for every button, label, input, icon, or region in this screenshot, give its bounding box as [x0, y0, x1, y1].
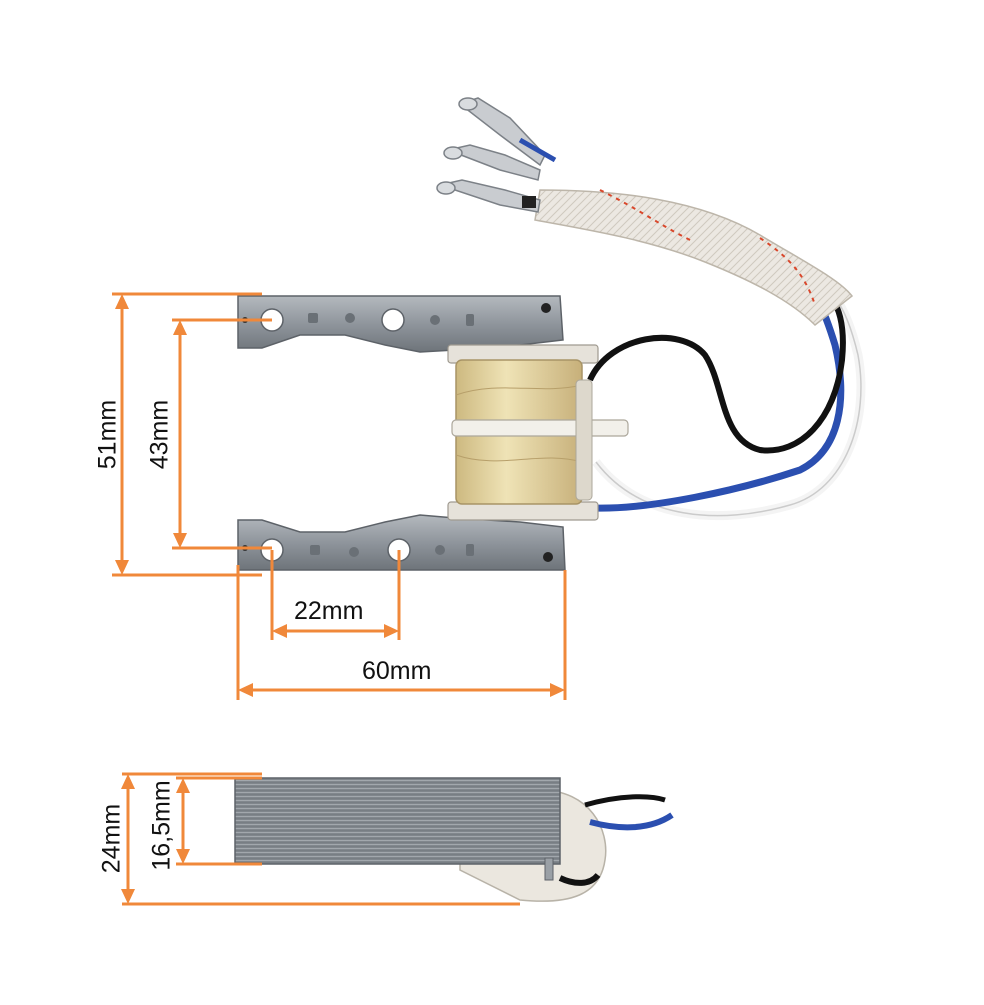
dimension-label-height-outer: 51mm	[93, 399, 122, 470]
black-wire	[587, 296, 846, 454]
dimension-lines	[112, 292, 567, 906]
connector-middle	[443, 144, 541, 181]
laminated-core-top-view	[237, 295, 629, 571]
dimension-label-hole-spacing: 22mm	[294, 597, 364, 625]
cable-tie	[451, 419, 629, 437]
laminated-core-side-view	[234, 777, 674, 902]
dimension-label-thickness-core: 16,5mm	[147, 780, 176, 871]
connector-bottom	[436, 179, 541, 213]
fiberglass-sleeve	[534, 189, 854, 327]
blue-wire	[591, 298, 845, 512]
dimension-label-width: 60mm	[362, 657, 432, 685]
bullet-connectors	[436, 97, 557, 213]
dimension-label-thickness-total: 24mm	[97, 803, 126, 874]
dimension-label-height-inner: 43mm	[145, 399, 174, 470]
connector-top	[458, 97, 557, 167]
wire-harness	[587, 295, 866, 521]
coil-winding	[447, 344, 629, 521]
white-wire	[592, 295, 866, 521]
